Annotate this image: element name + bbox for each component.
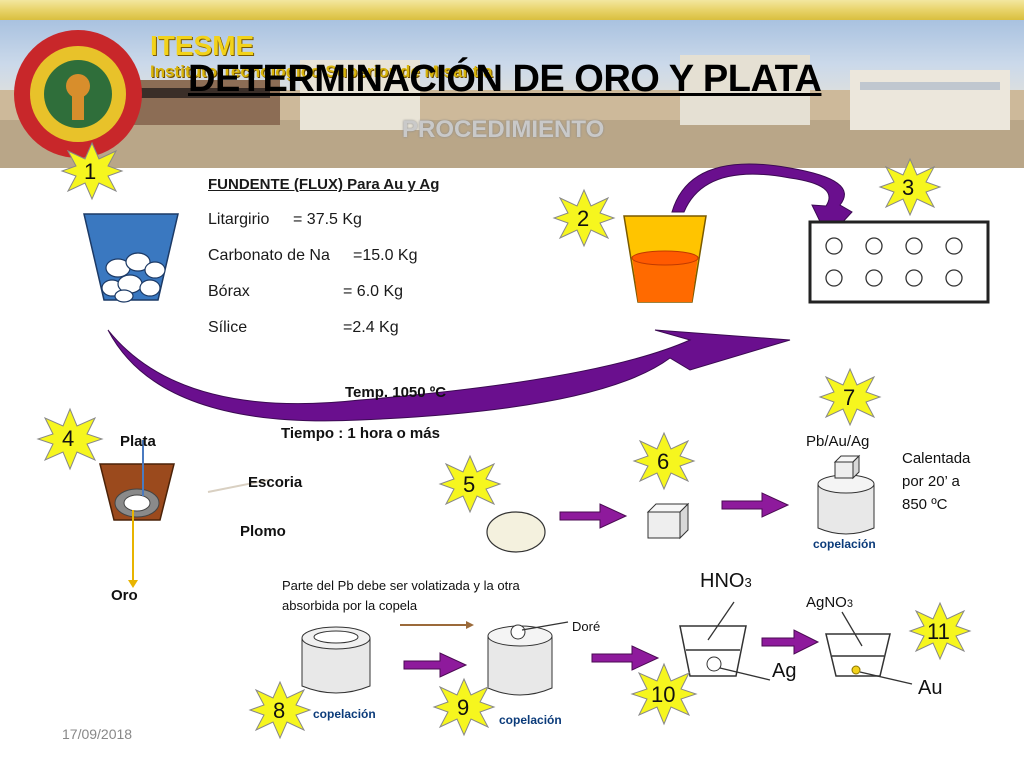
flux-item-value: = 37.5 Kg: [293, 211, 362, 228]
lead-button: [486, 511, 546, 553]
flux-item-value: =15.0 Kg: [353, 247, 418, 264]
plata-label: Plata: [120, 433, 156, 450]
volatilization-note-line-2: absorbida por la copela: [282, 598, 418, 613]
pb-au-ag-label: Pb/Au/Ag: [806, 433, 870, 450]
heating-line-1: Calentada: [902, 450, 971, 467]
crucible-with-flux: [83, 213, 179, 303]
step-star-4: [36, 407, 104, 471]
step-number-3: 3: [902, 175, 915, 200]
flux-item-value: = 6.0 Kg: [343, 283, 404, 300]
time-label: Tiempo : 1 hora o más: [281, 425, 440, 442]
separation-crucible: [99, 440, 269, 588]
step-number-5: 5: [463, 472, 476, 497]
step-number-10: 10: [651, 682, 676, 707]
flux-item-name: Sílice: [208, 319, 248, 336]
step-number-1: 1: [84, 159, 97, 184]
beaker-hno3: [679, 601, 771, 681]
school-acronym: ITESME: [150, 30, 255, 61]
copelacion-label-8: copelación: [313, 707, 376, 721]
step-star-5: [438, 454, 502, 514]
step-number-9: 9: [457, 695, 470, 720]
lead-cube: [646, 502, 690, 540]
heating-line-2: por 20’ a: [902, 473, 960, 490]
cupel-step-9: [487, 621, 569, 696]
step-star-9: [432, 677, 496, 737]
volatilization-note-line-1: Parte del Pb debe ser volatizada y la ot…: [282, 578, 520, 593]
top-bar: [0, 0, 1024, 20]
temperature-label: Temp. 1050 ºC: [345, 384, 447, 401]
curved-arrow-1-to-2: [107, 329, 791, 422]
arrow-8-to-9: [403, 652, 468, 678]
beaker-agno3: [825, 611, 913, 685]
flux-item-name: Bórax: [208, 283, 250, 300]
step-star-1: [60, 141, 124, 201]
heating-line-3: 850 ºC: [902, 496, 948, 513]
step-star-7: [818, 367, 882, 427]
step-star-10: [630, 662, 698, 726]
cupel-step-8: [301, 626, 371, 694]
flux-heading: FUNDENTE (FLUX) Para Au y Ag: [208, 176, 440, 193]
arrow-10-to-11: [761, 629, 820, 655]
step-number-8: 8: [273, 698, 286, 723]
step-star-6: [632, 431, 696, 491]
agno3-label: AgNO3: [806, 594, 853, 611]
flux-item-name: Litargirio: [208, 211, 270, 228]
step-number-6: 6: [657, 449, 670, 474]
au-product-label: Au: [918, 677, 943, 699]
step-number-11: 11: [927, 619, 950, 644]
hno3-label: HNO3: [700, 570, 752, 592]
step-star-11: [908, 601, 972, 661]
step-number-7: 7: [843, 385, 856, 410]
step-number-4: 4: [62, 426, 75, 451]
page-title: DETERMINACIÓN DE ORO Y PLATA: [188, 58, 822, 100]
oro-label: Oro: [111, 587, 138, 604]
slag-pointer: [207, 479, 269, 493]
plomo-label: Plomo: [240, 523, 286, 540]
school-name: Instituto Tecnológico Superior de Misant…: [150, 62, 493, 81]
step-number-2: 2: [577, 206, 590, 231]
step-star-8: [248, 680, 312, 740]
flux-item-name: Carbonato de Na: [208, 247, 330, 264]
flux-item-value: =2.4 Kg: [343, 319, 399, 336]
crucible-fusion: [623, 215, 707, 303]
slide-date: 17/09/2018: [62, 726, 133, 742]
ag-product-label: Ag: [772, 660, 797, 682]
step-star-3: [878, 157, 942, 217]
copelacion-label-7: copelación: [813, 537, 876, 551]
process-arrows-row-1: [559, 492, 790, 529]
school-logo: [14, 30, 142, 158]
page-subtitle: PROCEDIMIENTO: [402, 116, 605, 143]
step-star-2: [552, 188, 616, 248]
ingot-mold: [808, 220, 990, 304]
copelacion-label-9: copelación: [499, 713, 562, 727]
escoria-label: Escoria: [248, 474, 303, 491]
dore-label: Doré: [572, 619, 601, 634]
cupel-step-7: [817, 454, 875, 535]
arrow-9-to-10: [591, 645, 660, 671]
